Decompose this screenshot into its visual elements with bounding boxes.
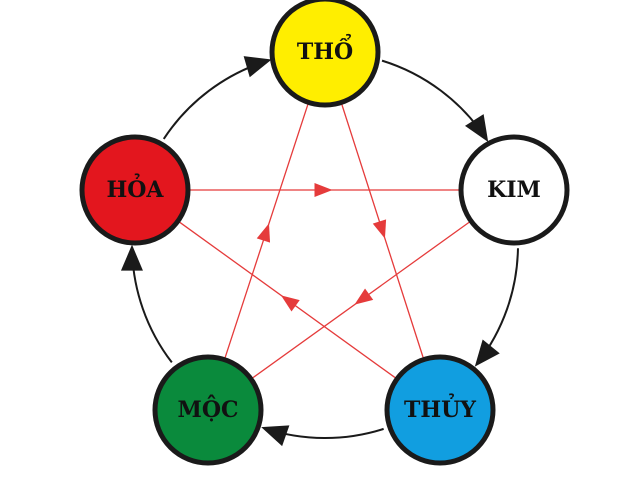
element-label-hoa: HỎA	[106, 173, 164, 203]
generating-cycle	[120, 56, 519, 447]
element-node-kim: KIM	[458, 134, 570, 246]
overcoming-arrow-thuy-hoa	[281, 295, 300, 312]
element-circle-thuy	[384, 354, 496, 466]
element-node-tho: THỔ	[269, 0, 381, 108]
element-circle-kim	[458, 134, 570, 246]
generating-arrow-thuy-moc	[261, 425, 290, 447]
overcoming-arrow-hoa-kim	[314, 183, 333, 197]
element-circle-moc	[152, 354, 264, 466]
element-node-hoa: HỎA	[79, 134, 191, 246]
element-label-moc: MỘC	[177, 395, 238, 423]
element-circle-tho	[269, 0, 381, 108]
element-label-thuy: THỦY	[404, 393, 476, 423]
element-label-tho: THỔ	[297, 33, 353, 65]
overcoming-cycle	[179, 104, 470, 379]
element-circle-hoa	[79, 134, 191, 246]
element-label-kim: KIM	[487, 177, 541, 203]
generating-arrow-tho-kim	[465, 114, 489, 142]
element-node-thuy: THỦY	[384, 354, 496, 466]
overcoming-arrow-kim-moc	[354, 288, 374, 305]
overcoming-arrow-tho-thuy	[372, 219, 387, 239]
element-node-moc: MỘC	[152, 354, 264, 466]
overcoming-arrow-moc-tho	[256, 223, 271, 243]
generating-arrow-hoa-tho	[243, 56, 272, 78]
generating-arrow-moc-hoa	[120, 244, 143, 271]
generating-arrow-kim-thuy	[474, 339, 500, 367]
